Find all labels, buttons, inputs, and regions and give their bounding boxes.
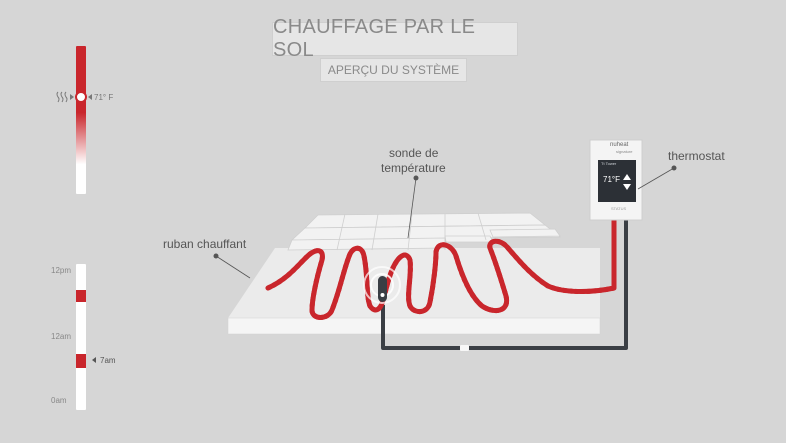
thermostat-wire (381, 219, 628, 350)
timeline-tick-top: 12pm (51, 266, 72, 275)
probe-label-line2: température (381, 161, 446, 175)
probe-icon[interactable] (378, 276, 387, 302)
floor-slab (227, 248, 601, 335)
schedule-block-morning[interactable] (76, 354, 86, 368)
arrow-left-icon (88, 94, 92, 100)
gauge-knob[interactable] (75, 91, 87, 103)
timeline-marker-label: 7am (100, 356, 116, 365)
wire-connector (460, 345, 469, 351)
timeline-tick-bottom: 0am (51, 396, 67, 405)
floor-tiles (287, 212, 562, 251)
heating-cable (265, 216, 617, 318)
schedule-block-day[interactable] (76, 290, 86, 302)
heat-waves-icon (56, 91, 68, 103)
temp-up-icon[interactable] (623, 174, 631, 180)
temperature-gauge (56, 46, 92, 194)
gauge-reading: 71° F (94, 93, 114, 102)
thermostat-label: thermostat (668, 149, 725, 163)
schedule-timeline (76, 264, 96, 410)
thermostat-header: Tt Tower (601, 161, 617, 166)
probe-label-line1: sonde de (389, 146, 439, 160)
temp-down-icon[interactable] (623, 184, 631, 190)
thermostat-brand-sub: signature (616, 149, 633, 154)
page-subtitle: APERÇU DU SYSTÈME (320, 58, 467, 82)
thermostat-device[interactable] (589, 139, 643, 221)
callout-leaders (213, 165, 677, 279)
time-marker-arrow-icon (92, 357, 96, 363)
thermostat-screen (598, 160, 636, 202)
thermostat-temperature: 71°F (603, 175, 620, 184)
arrow-right-icon (70, 94, 74, 100)
heating-cable-label: ruban chauffant (163, 237, 247, 251)
timeline-tick-middle: 12am (51, 332, 72, 341)
thermostat-footer: STATUS (611, 206, 627, 211)
thermostat-brand: nuheat (610, 142, 629, 148)
page-title: CHAUFFAGE PAR LE SOL (272, 16, 518, 61)
temperature-probe (363, 266, 401, 304)
